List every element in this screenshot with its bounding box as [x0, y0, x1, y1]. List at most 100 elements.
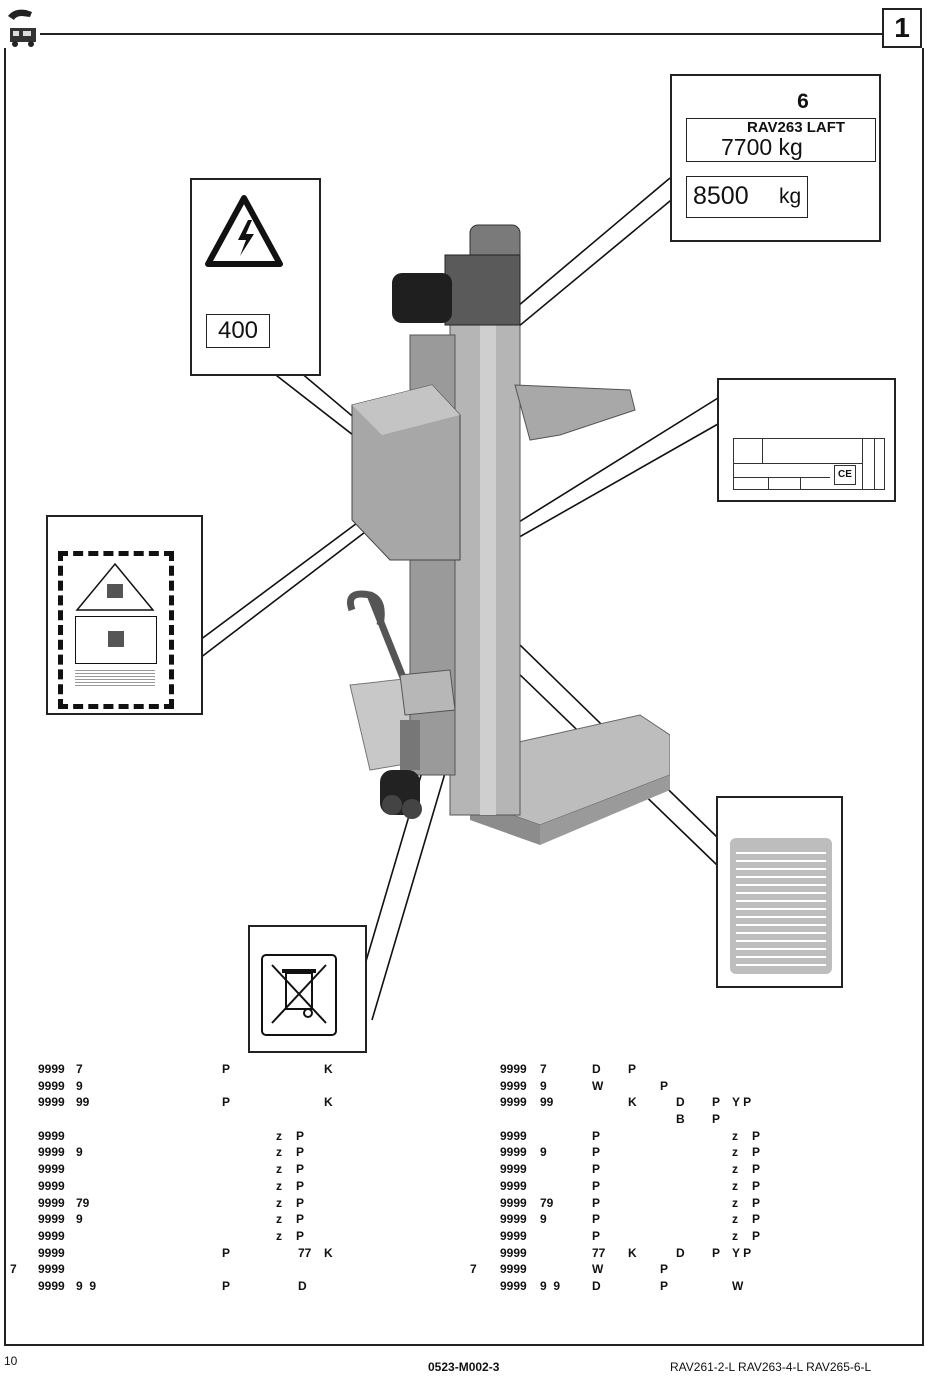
- table-cell: P: [660, 1078, 669, 1093]
- table-cell: 9999: [500, 1128, 527, 1143]
- table-cell: z: [732, 1195, 738, 1210]
- table-cell: D: [592, 1062, 601, 1076]
- table-cell: 9999: [500, 1095, 527, 1110]
- table-cell: 9999: [500, 1195, 527, 1210]
- table-cell: 9999: [500, 1145, 527, 1160]
- table-cell: 9999: [500, 1162, 527, 1177]
- warning-sticker-label: [46, 515, 203, 715]
- header-rule: [40, 33, 882, 35]
- table-cell: K: [324, 1245, 333, 1260]
- dataplate: CE: [733, 438, 885, 490]
- table-cell: P: [296, 1162, 305, 1177]
- crossed-bin-icon: [261, 954, 337, 1036]
- instruction-plate-label: [716, 796, 843, 988]
- table-cell: K: [628, 1095, 637, 1110]
- table-cell: 9999: [38, 1212, 65, 1227]
- table-cell: 9999: [38, 1162, 65, 1177]
- table-cell: z: [732, 1128, 738, 1143]
- table-cell: z: [276, 1162, 282, 1177]
- table-cell: 9: [540, 1078, 547, 1093]
- table-cell: K: [324, 1062, 333, 1076]
- table-cell: D: [676, 1245, 685, 1260]
- table-cell: 9999: [38, 1278, 65, 1293]
- ce-mark-icon: CE: [834, 465, 856, 485]
- table-cell: z: [276, 1128, 282, 1143]
- table-cell: W: [592, 1078, 604, 1093]
- table-cell: D: [592, 1278, 601, 1293]
- table-cell: 9 9: [76, 1278, 97, 1293]
- table-cell: D: [676, 1095, 685, 1110]
- table-cell: P: [222, 1095, 231, 1110]
- table-cell: 9999: [500, 1262, 527, 1277]
- table-cell: 9999: [38, 1178, 65, 1193]
- table-cell: K: [324, 1095, 333, 1110]
- table-cell: P: [752, 1195, 761, 1210]
- weee-label: [248, 925, 367, 1053]
- striped-border: [58, 551, 174, 709]
- table-cell: 99: [540, 1095, 554, 1110]
- table-cell: P: [296, 1145, 305, 1160]
- table-cell: P: [752, 1128, 761, 1143]
- capacity-panel-2: 8500 kg: [686, 176, 808, 218]
- table-cell: 7: [470, 1262, 477, 1277]
- voltage-value: 400: [206, 314, 270, 348]
- table-cell: P: [592, 1195, 601, 1210]
- capacity-panel-1: RAV263 LAFT 7700 kg: [686, 118, 876, 162]
- table-cell: 9999: [500, 1062, 527, 1076]
- table-cell: P: [592, 1178, 601, 1193]
- table-cell: W: [732, 1278, 744, 1293]
- capacity-value-1: 7700 kg: [721, 134, 803, 160]
- table-row: 9999 7 P K: [10, 1061, 450, 1078]
- table-cell: B: [676, 1112, 685, 1127]
- page-frame: [4, 48, 924, 1346]
- table-cell: z: [732, 1228, 738, 1243]
- table-cell: 9999: [500, 1178, 527, 1193]
- table-cell: 9999: [38, 1228, 65, 1243]
- crush-warning-icon: [75, 562, 155, 611]
- table-cell: 9: [76, 1145, 83, 1160]
- table-cell: P: [712, 1112, 721, 1127]
- model-list: RAV261-2-L RAV263-4-L RAV265-6-L: [670, 1360, 872, 1374]
- table-cell: 9 9: [540, 1278, 561, 1293]
- table-cell: 77: [592, 1245, 606, 1260]
- table-cell: P: [752, 1228, 761, 1243]
- table-cell: 9: [76, 1212, 83, 1227]
- instruction-plate: [730, 838, 832, 974]
- table-cell: z: [276, 1212, 282, 1227]
- table-cell: 9: [76, 1078, 83, 1093]
- table-cell: P: [222, 1062, 231, 1076]
- table-cell: z: [276, 1145, 282, 1160]
- table-cell: 9999: [38, 1078, 65, 1093]
- table-cell: 77: [298, 1245, 312, 1260]
- table-cell: P: [752, 1162, 761, 1177]
- table-cell: 7: [76, 1062, 83, 1076]
- table-cell: P: [296, 1178, 305, 1193]
- table-cell: 9: [540, 1145, 547, 1160]
- table-cell: z: [276, 1228, 282, 1243]
- dataplate-label: CE: [717, 378, 896, 502]
- table-cell: z: [732, 1145, 738, 1160]
- table-cell: 9999: [38, 1195, 65, 1210]
- table-cell: 9999: [38, 1062, 65, 1076]
- table-cell: z: [732, 1212, 738, 1227]
- table-cell: 9999: [500, 1228, 527, 1243]
- capacity-value-2: 8500: [693, 182, 749, 210]
- table-cell: P: [222, 1278, 231, 1293]
- column-lift-illustration: [347, 224, 670, 845]
- table-cell: P: [660, 1262, 669, 1277]
- instruction-pictogram: [75, 616, 157, 664]
- electrical-hazard-icon: [205, 195, 283, 267]
